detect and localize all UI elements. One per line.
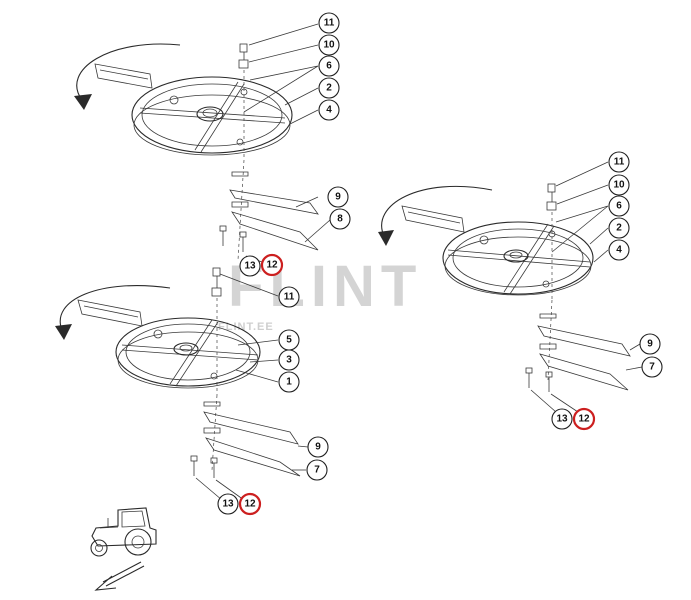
svg-text:11: 11	[324, 18, 335, 29]
callout-top-13: 13	[239, 255, 261, 277]
rotor-disc	[131, 76, 293, 154]
svg-text:4: 4	[326, 105, 332, 116]
callout-top-9: 9	[327, 186, 349, 208]
callout-left-3: 3	[278, 349, 300, 371]
svg-text:10: 10	[613, 180, 625, 191]
svg-text:2: 2	[326, 83, 332, 94]
callout-left-9: 9	[307, 436, 329, 458]
callout-top-10: 10	[318, 34, 340, 56]
svg-text:13: 13	[556, 414, 568, 425]
callout-left-1: 1	[278, 371, 300, 393]
callout-right-7: 7	[641, 356, 663, 378]
watermark-site: FLINT.EE	[218, 321, 274, 333]
blade-part-9	[537, 325, 631, 357]
rotation-arrow-icon	[59, 285, 171, 331]
svg-text:11: 11	[284, 292, 295, 303]
svg-text:5: 5	[286, 335, 292, 346]
arrowhead-icon	[74, 94, 92, 110]
svg-text:6: 6	[616, 201, 622, 212]
svg-text:7: 7	[649, 362, 655, 373]
callout-right-9: 9	[639, 333, 661, 355]
callout-right-4: 4	[608, 239, 630, 261]
blade-part-9	[229, 189, 319, 215]
top-rotor-assembly	[74, 23, 331, 263]
svg-text:12: 12	[244, 499, 256, 510]
svg-text:9: 9	[315, 442, 321, 453]
callout-top-4: 4	[318, 99, 340, 121]
callout-right-2: 2	[608, 217, 630, 239]
callout-left-7: 7	[306, 459, 328, 481]
svg-text:12: 12	[266, 260, 278, 271]
svg-text:10: 10	[323, 40, 335, 51]
svg-text:8: 8	[337, 214, 343, 225]
blade-part-9	[203, 411, 299, 445]
callout-top-6: 6	[318, 55, 340, 77]
svg-text:9: 9	[335, 192, 341, 203]
arrowhead-icon	[378, 230, 394, 246]
svg-text:11: 11	[614, 157, 625, 168]
blade-part-7	[205, 437, 301, 477]
rotation-arrow-icon	[76, 43, 181, 101]
rotation-arrow-icon	[381, 185, 493, 237]
callout-left-13: 13	[217, 493, 239, 515]
callout-top-11: 11	[318, 12, 340, 34]
rotor-disc	[115, 317, 261, 387]
blade-part-7	[539, 353, 629, 391]
svg-text:13: 13	[222, 499, 234, 510]
callout-right-11: 11	[608, 151, 630, 173]
svg-text:2: 2	[616, 223, 622, 234]
svg-text:3: 3	[286, 355, 292, 366]
callout-top-12-highlighted: 12	[260, 253, 284, 277]
svg-text:1: 1	[286, 377, 292, 388]
travel-direction-arrow-icon	[94, 561, 145, 591]
callout-top-8: 8	[329, 208, 351, 230]
callout-right-6: 6	[608, 195, 630, 217]
svg-text:9: 9	[647, 339, 653, 350]
callout-left-12-highlighted: 12	[238, 492, 262, 516]
svg-text:6: 6	[326, 61, 332, 72]
callout-right-13: 13	[551, 408, 573, 430]
svg-text:7: 7	[314, 465, 320, 476]
callout-right-12-highlighted: 12	[572, 407, 596, 431]
arrowhead-icon	[55, 324, 72, 340]
callout-left-11: 11	[278, 286, 300, 308]
rotor-disc	[442, 221, 594, 295]
svg-text:4: 4	[616, 245, 622, 256]
svg-text:13: 13	[244, 261, 256, 272]
tractor-icon	[90, 507, 157, 557]
callout-top-2: 2	[318, 77, 340, 99]
left-rotor-assembly	[55, 267, 309, 501]
callout-right-10: 10	[608, 174, 630, 196]
callout-left-5: 5	[278, 329, 300, 351]
blade-part-8	[231, 211, 319, 251]
svg-text:12: 12	[578, 414, 590, 425]
right-rotor-assembly	[378, 161, 643, 413]
